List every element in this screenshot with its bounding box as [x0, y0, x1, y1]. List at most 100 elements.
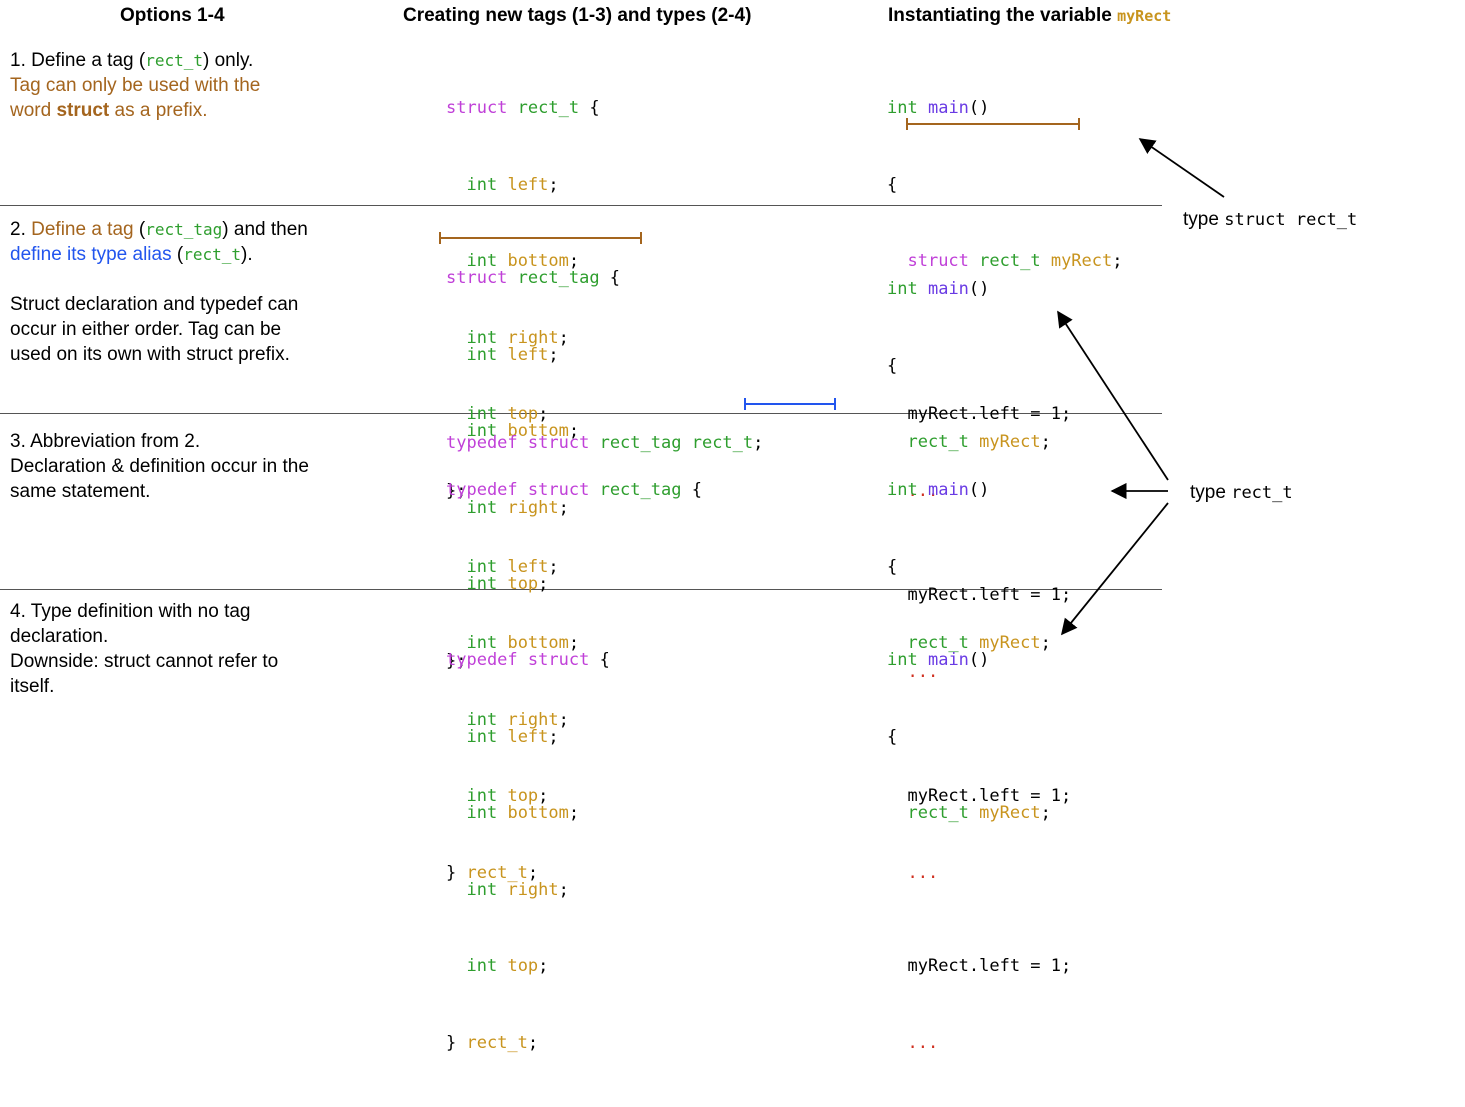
- code-semi: ;: [568, 421, 580, 441]
- code-line: myRect.left = 1;: [887, 402, 1123, 428]
- code-line: };: [446, 480, 467, 501]
- keyword-struct: struct: [907, 251, 969, 271]
- option1-line1-post: ) only.: [203, 50, 254, 71]
- option4-description: 4. Type definition with no tag declarati…: [10, 599, 430, 699]
- function-main: main: [927, 98, 969, 118]
- keyword-typedef: typedef: [446, 650, 518, 670]
- code-line: int left;: [446, 725, 610, 751]
- type-int: int: [466, 556, 498, 577]
- option1-line1-pre: 1. Define a tag (: [10, 50, 146, 71]
- header-options: Options 1-4: [120, 5, 225, 26]
- code-line: myRect.left = 1;: [887, 583, 1071, 609]
- type-int: int: [887, 279, 918, 299]
- code-semi: ;: [558, 327, 569, 348]
- var-myrect: myRect: [979, 633, 1041, 653]
- struct-type-annotation: type struct rect_t: [1183, 209, 1357, 231]
- code-semi: ;: [558, 879, 569, 900]
- code-parens: (): [968, 480, 990, 500]
- option3-line: Declaration & definition occur in the: [10, 456, 309, 477]
- option3-line: 3. Abbreviation from 2.: [10, 431, 201, 452]
- tag-name: rect_t: [517, 98, 580, 118]
- keyword-struct: struct: [446, 98, 508, 118]
- code-parens: (): [968, 98, 990, 118]
- code-semi: ;: [1112, 251, 1123, 271]
- struct-typedef-diagram: Options 1-4 Creating new tags (1-3) and …: [0, 5, 1357, 1053]
- arrow-to-option2-rect-t: [1057, 310, 1169, 481]
- code-line: int top;: [446, 402, 600, 428]
- type-int: int: [466, 709, 498, 730]
- option4-line: declaration.: [10, 626, 109, 647]
- code-line: struct rect_t {: [446, 96, 600, 122]
- type-int: int: [466, 404, 498, 424]
- code-line: ...: [887, 660, 1071, 686]
- header-creating: Creating new tags (1-3) and types (2-4): [403, 5, 752, 26]
- option2-typedef-code: typedef struct rect_tag rect_t;: [446, 380, 763, 508]
- option1-line3-bold: struct: [56, 100, 110, 121]
- code-line: typedef struct rect_tag rect_t;: [446, 431, 763, 457]
- member-left: left: [507, 174, 549, 195]
- var-myrect: myRect: [979, 803, 1041, 823]
- annotation-struct-type: struct rect_t: [1224, 210, 1358, 230]
- code-semi: ;: [558, 709, 569, 730]
- tag-name: rect_tag: [599, 433, 682, 453]
- annotation-type-word: type: [1183, 209, 1219, 230]
- type-int: int: [466, 574, 498, 594]
- code-line: int left;: [446, 555, 702, 581]
- code-semi: ;: [538, 574, 549, 594]
- type-rect-t: rect_t: [907, 432, 969, 452]
- code-semi: ;: [538, 956, 549, 976]
- code-line: {: [887, 174, 898, 195]
- code-brace: {: [681, 480, 702, 500]
- type-rect-t: rect_t: [907, 803, 969, 823]
- code-line: [887, 878, 1071, 904]
- code-line: int left;: [446, 173, 600, 199]
- tag-name: rect_t: [979, 251, 1041, 271]
- option2-number: 2.: [10, 219, 32, 240]
- annotation-alias-type: rect_t: [1231, 483, 1293, 503]
- option2-struct-code: struct rect_tag { int left; int bottom; …: [446, 215, 620, 725]
- function-main: main: [927, 650, 969, 670]
- ellipsis: ...: [907, 661, 939, 682]
- member-bottom: bottom: [507, 421, 569, 441]
- option2-alias-code: rect_t: [183, 245, 241, 264]
- code-line: ...: [887, 1031, 1071, 1057]
- code-line: rect_t myRect;: [887, 631, 1071, 657]
- code-line: int main(): [887, 648, 1071, 674]
- type-int: int: [466, 726, 498, 747]
- code-semi: ;: [527, 1032, 539, 1053]
- option2-main-code: int main() { rect_t myRect; myRect.left …: [887, 226, 1071, 736]
- option2-line1: 2. Define a tag (rect_tag) and then: [10, 217, 430, 242]
- code-semi: ;: [538, 404, 549, 424]
- option2-line2-end: ).: [241, 244, 253, 265]
- member-bottom: bottom: [507, 803, 569, 823]
- option2-paren-open-2: (: [171, 244, 184, 265]
- code-semi: ;: [548, 556, 559, 577]
- divider-3: [0, 589, 1162, 590]
- tag-name: rect_tag: [517, 268, 600, 288]
- code-line: {: [887, 355, 898, 376]
- code-semi: ;: [548, 726, 559, 747]
- option1-line1-code: rect_t: [145, 51, 203, 70]
- code-line: typedef struct rect_tag {: [446, 478, 702, 504]
- option2-line2: define its type alias (rect_t).: [10, 242, 430, 267]
- code-line: int bottom;: [446, 249, 600, 275]
- header-instantiating-text: Instantiating the variable: [888, 5, 1118, 26]
- member-bottom: bottom: [507, 251, 569, 271]
- code-line: int bottom;: [446, 801, 610, 827]
- var-myrect: myRect: [1050, 251, 1113, 271]
- code-line: myRect.left = 1;: [887, 954, 1071, 980]
- code-semi: ;: [1040, 803, 1051, 823]
- option1-line3-post: as a prefix.: [109, 100, 208, 121]
- header-instantiating: Instantiating the variable myRect: [888, 5, 1171, 27]
- type-int: int: [466, 633, 498, 653]
- option3-line: same statement.: [10, 481, 151, 502]
- code-line: {: [887, 726, 898, 747]
- arrow-to-struct-rect-t: [1138, 138, 1225, 198]
- option1-line3: word struct as a prefix.: [10, 98, 430, 123]
- code-line: rect_t myRect;: [887, 430, 1071, 456]
- var-myrect: myRect: [979, 432, 1041, 452]
- type-rect-t: rect_t: [907, 633, 969, 653]
- type-int: int: [887, 650, 918, 670]
- member-left: left: [507, 726, 549, 747]
- option3-description: 3. Abbreviation from 2. Declaration & de…: [10, 429, 430, 504]
